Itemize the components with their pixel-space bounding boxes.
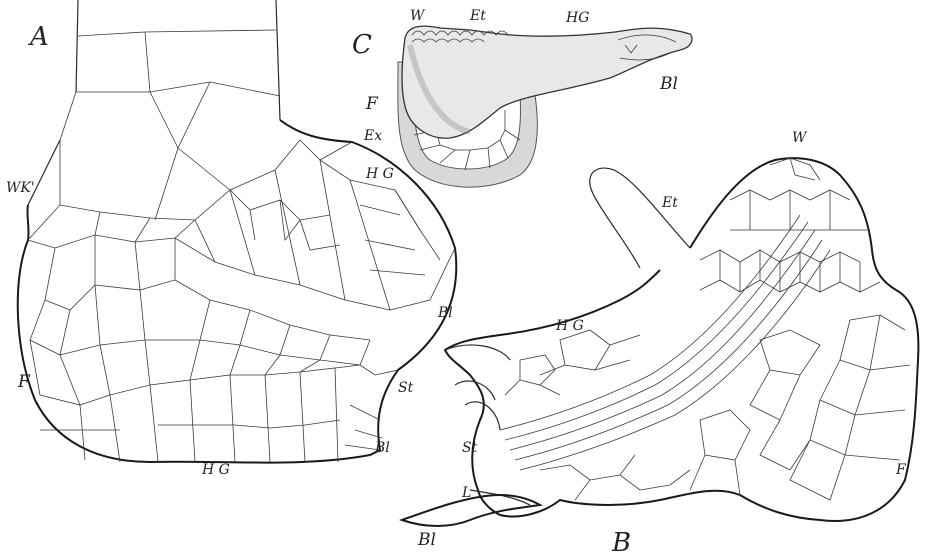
panel-c-letter: C bbox=[352, 30, 372, 60]
panel-a-label-hg-bottom: H G bbox=[202, 462, 230, 478]
panel-a-label-bl-right: Bl bbox=[438, 305, 453, 321]
panel-c-label-et: Et bbox=[470, 8, 486, 24]
panel-c-drawing bbox=[398, 26, 692, 187]
panel-a-label-wk: WK' bbox=[6, 180, 35, 196]
panel-a-label-hg-top: H G bbox=[366, 166, 394, 182]
panel-b-letter: B bbox=[612, 528, 631, 558]
panel-a-drawing bbox=[18, 0, 457, 463]
panel-b-label-et: Et bbox=[662, 195, 678, 211]
panel-b-label-f: F bbox=[896, 462, 906, 478]
panel-c-label-f: F bbox=[366, 94, 378, 114]
panel-a-label-bl-bottom: Bl bbox=[375, 440, 390, 456]
panel-b-label-bl: Bl bbox=[418, 530, 436, 550]
panel-c-label-hg: HG bbox=[566, 10, 589, 26]
panel-b-label-w: W bbox=[792, 130, 806, 146]
panel-b-label-l: L bbox=[462, 485, 471, 501]
panel-b-label-hg: H G bbox=[556, 318, 584, 334]
panel-a-letter: A bbox=[30, 22, 49, 52]
panel-a-label-st: St bbox=[398, 380, 413, 396]
panel-c-label-ex: Ex bbox=[364, 128, 382, 144]
panel-c-label-w: W bbox=[410, 8, 424, 24]
panel-b-drawing bbox=[402, 158, 918, 526]
panel-c-label-bl: Bl bbox=[660, 74, 678, 94]
panel-b-label-st: St bbox=[462, 440, 477, 456]
panel-a-label-f: F bbox=[18, 372, 30, 392]
